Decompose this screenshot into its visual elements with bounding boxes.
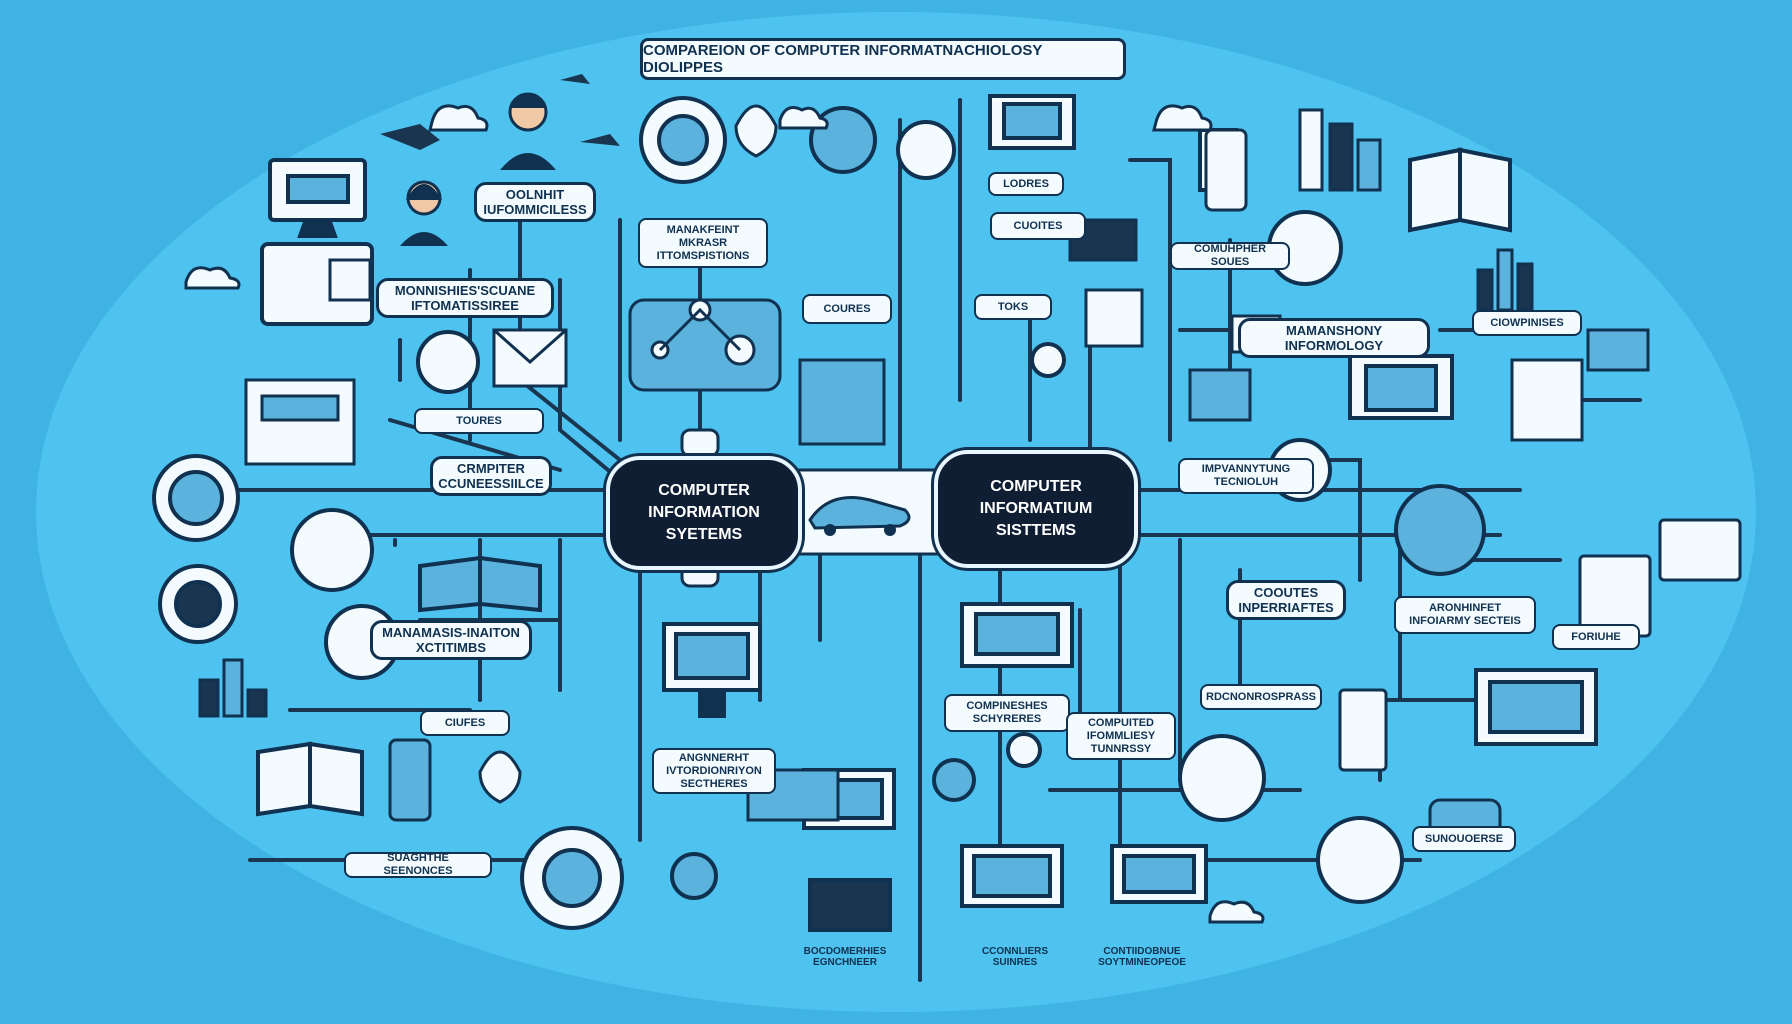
label-suaghthe[interactable]: SUAGHTHE SEENONCES [344, 852, 492, 878]
label-aronhinfet[interactable]: ARONHINFET INFOIARMY SECTEIS [1394, 596, 1536, 634]
hub-right[interactable]: COMPUTER INFORMATIUM SISTTEMS [934, 450, 1138, 568]
hub-left[interactable]: COMPUTER INFORMATION SYETEMS [606, 456, 802, 570]
circle-badge-icons [152, 96, 1486, 930]
label-coontes[interactable]: COOUTES INPERRIAFTES [1226, 580, 1346, 620]
label-foriuhe[interactable]: FORIUHE [1552, 624, 1640, 650]
caption-bottom-3: CONTIIDOBNUE SOYTMINEOPEOE [1098, 946, 1186, 968]
caption-bottom-2: CCONNLIERS SUINRES [981, 946, 1049, 968]
label-toks[interactable]: TOKS [974, 294, 1052, 320]
label-rdcnorsprass[interactable]: RDCNONROSPRASS [1200, 684, 1322, 710]
label-oolnhit[interactable]: OOLNHIT IUFOMMICILESS [474, 182, 596, 222]
person-icons [400, 92, 556, 246]
car-icon [808, 496, 911, 536]
label-comuhper[interactable]: COMUHPHER SOUES [1170, 242, 1290, 270]
label-compuited[interactable]: COMPUITED IFOMMLIESY TUNNRSSY [1066, 712, 1176, 760]
label-manakfeint[interactable]: MANAKFEINT MKRASR ITTOMSPISTIONS [638, 218, 768, 268]
bird-icons [380, 74, 620, 150]
cloud-icons [184, 104, 1265, 924]
label-angnnerht[interactable]: ANGNNERHT IVTORDIONRIYON SECTHERES [652, 748, 776, 794]
book-icons [256, 147, 1512, 817]
label-coures[interactable]: COURES [802, 294, 892, 324]
label-lodres[interactable]: LODRES [988, 172, 1064, 196]
label-sunouoerse[interactable]: SUNOUOERSE [1412, 826, 1516, 852]
label-mamanshony[interactable]: MAMANSHONY INFORMOLOGY [1238, 318, 1430, 358]
label-crmpiter[interactable]: CRMPITER CCUNEESSIILCE [430, 456, 552, 496]
label-manaksit[interactable]: MANAMASIS-INAITON XCTITIMBS [370, 620, 532, 660]
label-cuoites[interactable]: CUOITES [990, 212, 1086, 240]
label-compineshes[interactable]: COMPINESHES SCHYRERES [944, 694, 1070, 732]
label-ciowpinises[interactable]: CIOWPINISES [1472, 310, 1582, 336]
caption-bottom-1: BOCDOMERHIES EGNCHNEER [803, 946, 887, 968]
misc-icons [328, 104, 1742, 842]
label-monnishies[interactable]: MONNISHIES'SCUANE IFTOMATISSIREE [376, 278, 554, 318]
label-ciufes[interactable]: CIUFES [420, 710, 510, 736]
page-title: COMPAREION OF COMPUTER INFORMATNACHIOLOS… [640, 38, 1126, 80]
label-toures[interactable]: TOURES [414, 408, 544, 434]
label-impvannyting[interactable]: IMPVANNYTUNG TECNIOLUH [1178, 458, 1314, 494]
